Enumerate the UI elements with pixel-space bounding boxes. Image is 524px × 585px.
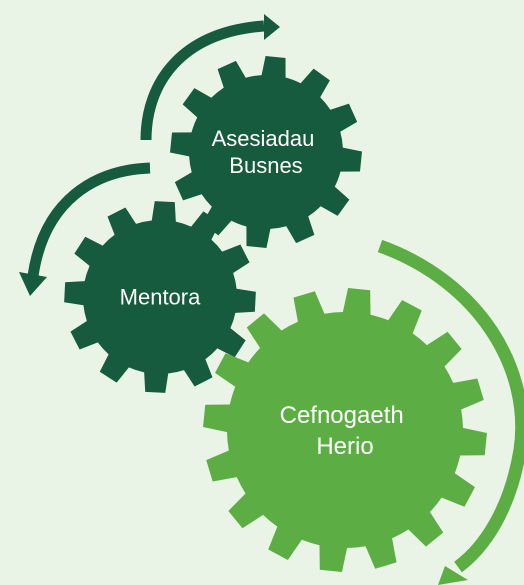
gear-mentora: Mentora [64,201,256,393]
arrow-left-head [19,272,47,296]
gear-asesiadau-busnes-label-line-1: Asesiadau [212,126,315,151]
arrow-top-head [264,14,280,40]
gear-asesiadau-busnes: Asesiadau Busnes [170,56,362,248]
arrow-left-shaft [27,162,151,277]
gear-cefnogaeth-herio-label-line-1: Cefnogaeth [280,402,404,429]
gear-asesiadau-busnes-label: Asesiadau Busnes [212,126,321,178]
gear-cefnogaeth-herio-label: Cefnogaeth Herio [280,402,411,460]
gear-mentora-body [64,201,256,393]
gear-mentora-label-line-1: Mentora [120,285,201,310]
arrow-top [140,14,280,141]
gear-cefnogaeth-herio-label-line-2: Herio [316,433,373,460]
gear-asesiadau-busnes-label-line-2: Busnes [229,153,302,178]
arrow-left [19,162,151,296]
gear-cefnogaeth-herio-body [203,288,487,572]
gear-cefnogaeth-herio: Cefnogaeth Herio [203,288,487,572]
arrow-right [377,239,524,585]
gear-mentora-label: Mentora [120,285,201,310]
arrow-right-shaft [377,239,524,573]
arrow-top-shaft [140,20,265,141]
arrow-right-head [438,566,468,585]
gear-asesiadau-busnes-body [170,56,362,248]
